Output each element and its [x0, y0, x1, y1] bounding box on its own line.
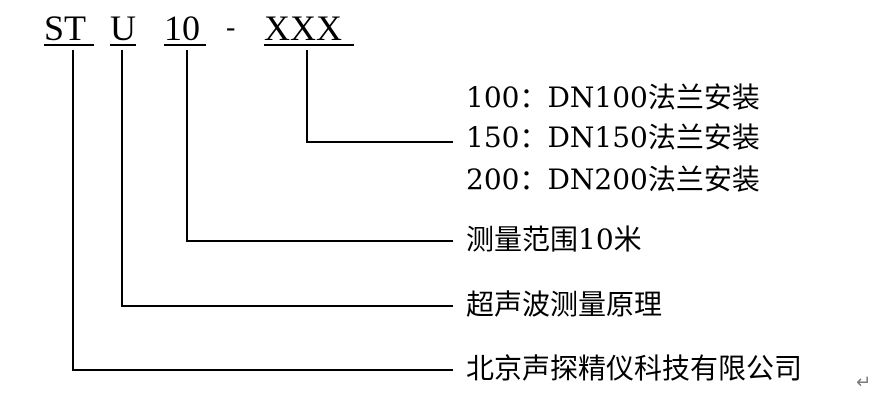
option-dn150: 150：DN150法兰安装	[466, 121, 760, 154]
code-part-st: ST	[44, 8, 87, 48]
label-principle: 超声波测量原理	[466, 288, 663, 321]
underline-xxx	[264, 44, 354, 46]
label-range: 测量范围10米	[466, 223, 642, 256]
paragraph-mark-icon: ↵	[856, 372, 872, 393]
option-dn200: 200：DN200法兰安装	[466, 163, 760, 196]
connector-st	[72, 50, 453, 371]
option-dn100: 100：DN100法兰安装	[466, 81, 760, 114]
code-part-10: 10	[164, 8, 200, 48]
underline-u	[110, 44, 136, 46]
code-part-u: U	[110, 8, 136, 48]
label-company: 北京声探精仪科技有限公司	[466, 352, 803, 385]
underline-st	[44, 44, 94, 46]
connector-xxx	[306, 50, 453, 143]
underline-10	[164, 44, 206, 46]
code-separator: -	[226, 12, 236, 43]
connector-10	[186, 50, 453, 242]
connector-u	[121, 50, 453, 307]
code-part-xxx: XXX	[264, 8, 342, 48]
